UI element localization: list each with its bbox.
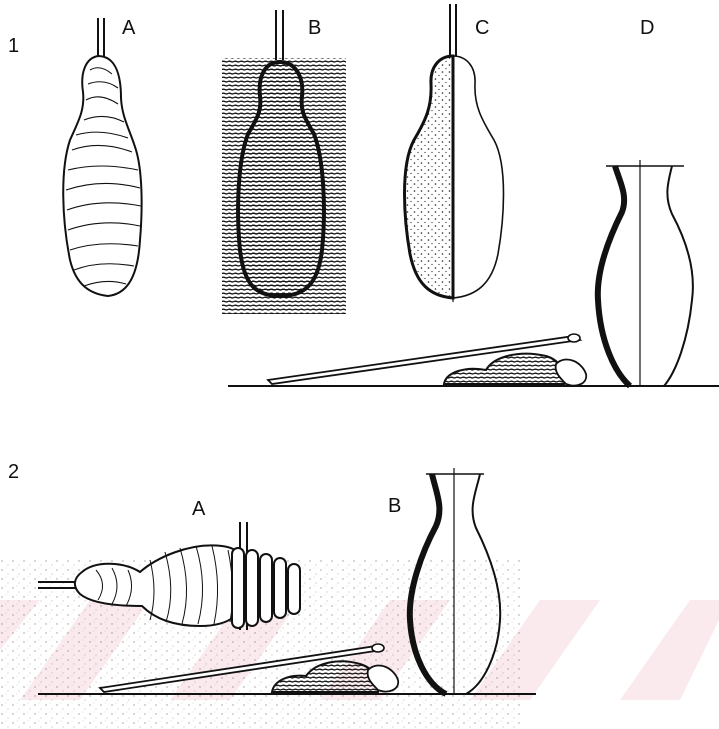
row-1-tools (228, 334, 719, 386)
panel-2b-label: B (388, 495, 401, 517)
panel-1d-label: D (640, 17, 654, 39)
row-1-panel-a: A (63, 17, 141, 296)
panel-1c-label: C (475, 17, 489, 39)
row-1-number: 1 (8, 35, 19, 57)
vase-right-wall-1d (664, 166, 693, 386)
row-1-panel-c: C (405, 4, 504, 302)
clay-lump-shape (63, 56, 141, 296)
row-1-panel-b: B (222, 10, 346, 314)
panel-1a-label: A (122, 17, 136, 39)
row-2-number: 2 (8, 461, 19, 483)
form-right-half (453, 56, 504, 298)
form-left-half (405, 56, 454, 298)
vase-left-wall-1d (598, 166, 630, 386)
clay-scraps-row-1 (444, 354, 564, 384)
panel-1b-label: B (308, 17, 321, 39)
panel-2a-label: A (192, 498, 206, 520)
row-1-panel-d: D (598, 17, 693, 386)
